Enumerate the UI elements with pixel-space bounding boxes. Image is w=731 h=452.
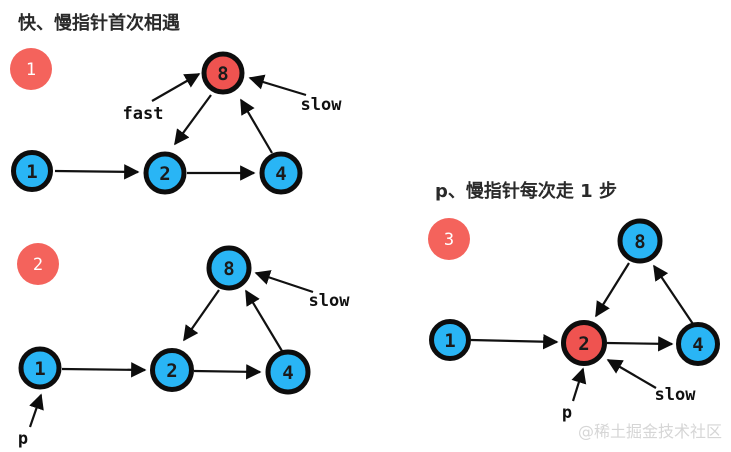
edge-1-to-2 <box>54 164 140 180</box>
diagram-1-title: 快、慢指针首次相遇 <box>18 12 180 34</box>
step-badge-3-number: 3 <box>444 230 454 250</box>
node-2-value: 2 <box>166 360 177 382</box>
edge-8-to-2 <box>174 94 212 146</box>
edge-2-to-4 <box>193 364 262 380</box>
diagram-3-title: p、慢指针每次走 1 步 <box>435 180 617 202</box>
edge-8-to-2 <box>595 262 630 318</box>
node-2-slow-position <box>561 320 607 366</box>
watermark: @稀土掘金技术社区 <box>578 422 722 441</box>
slow-pointer-arrow <box>248 74 307 97</box>
p-pointer-arrow <box>571 367 587 402</box>
node-4-value: 4 <box>282 362 293 384</box>
node-2-value: 2 <box>578 333 589 355</box>
node-1 <box>18 346 62 390</box>
node-4-value: 4 <box>275 163 286 185</box>
node-1-value: 1 <box>34 358 45 380</box>
node-4-value: 4 <box>692 334 703 356</box>
slow-pointer-arrow <box>254 270 314 294</box>
edge-1-to-2 <box>470 333 559 350</box>
step-badge-1 <box>10 48 52 90</box>
p-pointer-label: p <box>562 403 572 423</box>
node-4 <box>265 349 311 395</box>
node-1 <box>11 150 53 192</box>
node-1-value: 1 <box>26 161 37 183</box>
node-4 <box>259 151 303 195</box>
node-2 <box>143 151 187 195</box>
node-1 <box>429 319 471 361</box>
edge-4-to-8 <box>653 264 694 325</box>
p-pointer-arrow <box>28 393 44 428</box>
p-pointer-label: p <box>18 429 28 449</box>
diagram-3-slow-steps: p、慢指针每次走 1 步 3 1 2 4 8 p slow <box>428 180 720 423</box>
node-8-value: 8 <box>217 63 228 85</box>
edge-4-to-8 <box>240 98 273 154</box>
diagram-2-p-at-head: 2 1 2 4 8 slow p <box>17 243 350 449</box>
node-2-value: 2 <box>159 163 170 185</box>
edge-4-to-8 <box>245 289 283 352</box>
edge-8-to-2 <box>183 289 220 342</box>
node-8-meeting-point <box>201 51 245 95</box>
node-8 <box>206 245 252 291</box>
slow-pointer-label: slow <box>309 291 351 311</box>
node-8-value: 8 <box>223 258 234 280</box>
step-badge-2-number: 2 <box>33 255 43 275</box>
step-badge-2 <box>17 243 59 285</box>
node-8 <box>617 218 663 264</box>
node-8-value: 8 <box>634 231 645 253</box>
node-1-value: 1 <box>444 330 455 352</box>
step-badge-3 <box>428 218 470 260</box>
edge-2-to-4 <box>606 336 674 352</box>
slow-pointer-label: slow <box>655 385 697 405</box>
edge-1-to-2 <box>61 362 147 378</box>
fast-pointer-label: fast <box>123 104 164 124</box>
node-2 <box>150 348 194 392</box>
fast-pointer-arrow <box>151 73 201 102</box>
node-4 <box>676 322 720 366</box>
slow-pointer-arrow <box>606 359 657 389</box>
diagram-1-first-meeting: 快、慢指针首次相遇 1 1 2 4 8 fast slow <box>10 12 343 195</box>
slow-pointer-label: slow <box>301 95 343 115</box>
step-badge-1-number: 1 <box>26 60 36 80</box>
